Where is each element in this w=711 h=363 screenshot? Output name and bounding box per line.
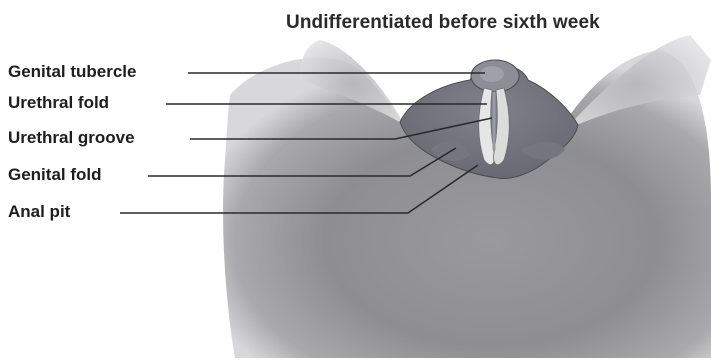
label-urethral-groove: Urethral groove xyxy=(8,128,135,148)
label-genital-fold: Genital fold xyxy=(8,165,102,185)
figure-title: Undifferentiated before sixth week xyxy=(286,12,600,34)
label-genital-tubercle: Genital tubercle xyxy=(8,62,136,82)
label-anal-pit: Anal pit xyxy=(8,202,70,222)
label-urethral-fold: Urethral fold xyxy=(8,93,109,113)
